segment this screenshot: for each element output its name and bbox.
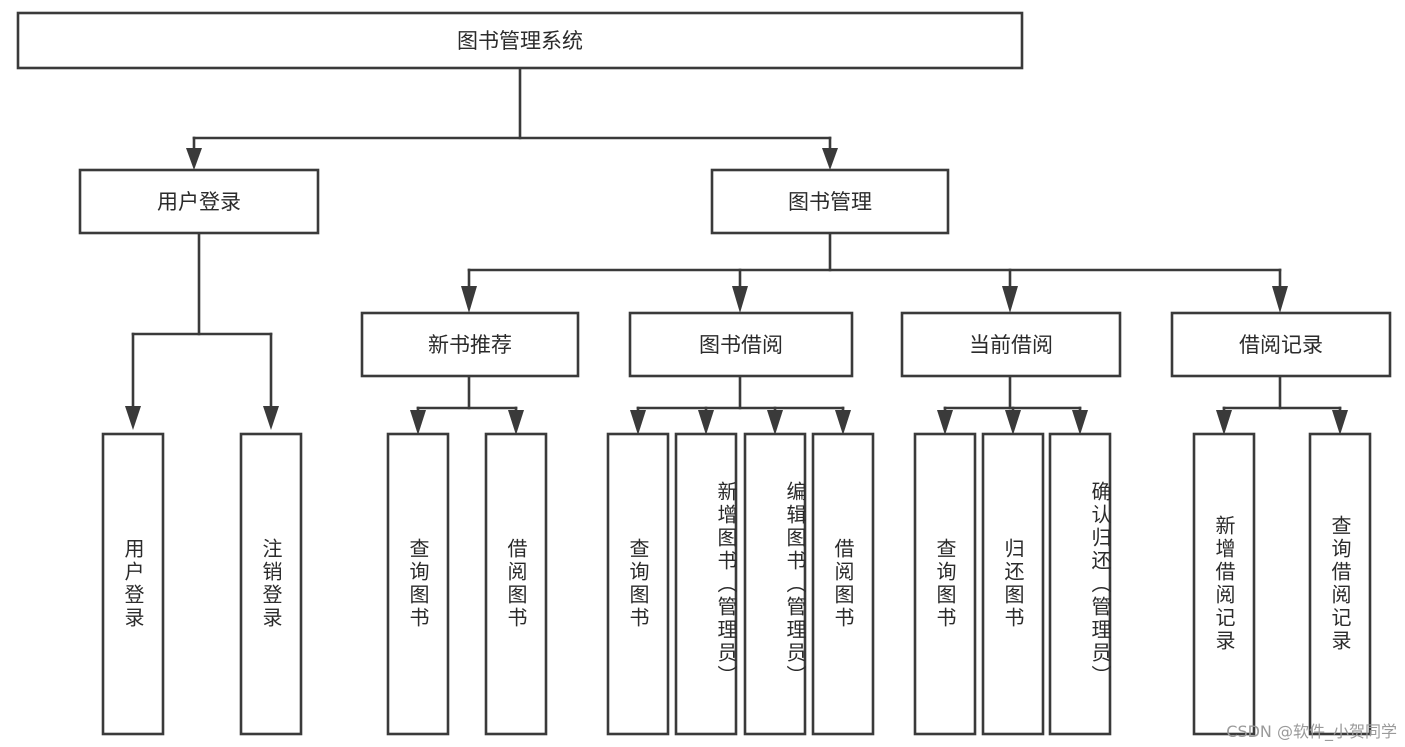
arrow-recommend-leaf-2: [508, 410, 524, 435]
arrow-borrow-leaf-1: [630, 410, 646, 435]
label-current-borrow: 当前借阅: [969, 333, 1053, 357]
node-new-book-recommend[interactable]: [360, 311, 580, 378]
node-current-borrow[interactable]: [900, 311, 1122, 378]
node-leaf-borrow-book-1[interactable]: [484, 432, 548, 736]
connector-layer: [125, 66, 1348, 435]
node-root[interactable]: [16, 11, 1024, 70]
label-borrow-record: 借阅记录: [1239, 333, 1323, 357]
arrow-user-login-leaf-2: [263, 406, 279, 430]
arrow-borrow-leaf-2: [698, 410, 714, 435]
arrow-to-borrow-record: [1272, 286, 1288, 313]
arrow-borrow-leaf-4: [835, 410, 851, 435]
arrow-to-book-manage: [822, 148, 838, 170]
label-book-manage: 图书管理: [788, 190, 872, 214]
node-leaf-edit-book[interactable]: [743, 432, 807, 736]
arrow-record-leaf-1: [1216, 410, 1232, 435]
arrow-to-user-login: [186, 148, 202, 170]
horizontal-label-layer: 图书管理系统 用户登录 图书管理 新书推荐 图书借阅 当前借阅 借阅记录: [157, 29, 1323, 357]
arrow-user-login-leaf-1: [125, 406, 141, 430]
label-user-login: 用户登录: [157, 190, 241, 214]
node-layer: [16, 11, 1392, 736]
arrow-current-leaf-2: [1005, 410, 1021, 435]
node-leaf-borrow-book-2[interactable]: [811, 432, 875, 736]
label-root: 图书管理系统: [457, 29, 583, 53]
node-leaf-add-book[interactable]: [674, 432, 738, 736]
node-leaf-user-logout[interactable]: [239, 432, 303, 736]
arrow-current-leaf-1: [937, 410, 953, 435]
node-user-login[interactable]: [78, 168, 320, 235]
arrow-record-leaf-2: [1332, 410, 1348, 435]
node-leaf-query-book-2[interactable]: [606, 432, 670, 736]
label-new-book-recommend: 新书推荐: [428, 333, 512, 357]
node-borrow-record[interactable]: [1170, 311, 1392, 378]
node-leaf-user-login[interactable]: [101, 432, 165, 736]
arrow-to-book-borrow: [732, 286, 748, 313]
arrow-to-new-book-recommend: [461, 286, 477, 313]
arrow-borrow-leaf-3: [767, 410, 783, 435]
node-leaf-return-book[interactable]: [981, 432, 1045, 736]
node-leaf-add-record[interactable]: [1192, 432, 1256, 736]
arrow-recommend-leaf-1: [410, 410, 426, 435]
arrow-to-current-borrow: [1002, 286, 1018, 313]
node-leaf-query-book-1[interactable]: [386, 432, 450, 736]
node-leaf-query-book-3[interactable]: [913, 432, 977, 736]
node-book-manage[interactable]: [710, 168, 950, 235]
label-book-borrow: 图书借阅: [699, 333, 783, 357]
node-leaf-query-record[interactable]: [1308, 432, 1372, 736]
node-leaf-confirm-return[interactable]: [1048, 432, 1112, 736]
node-book-borrow[interactable]: [628, 311, 854, 378]
arrow-current-leaf-3: [1072, 410, 1088, 435]
csdn-watermark: CSDN @软件_小贺同学: [1226, 722, 1397, 741]
